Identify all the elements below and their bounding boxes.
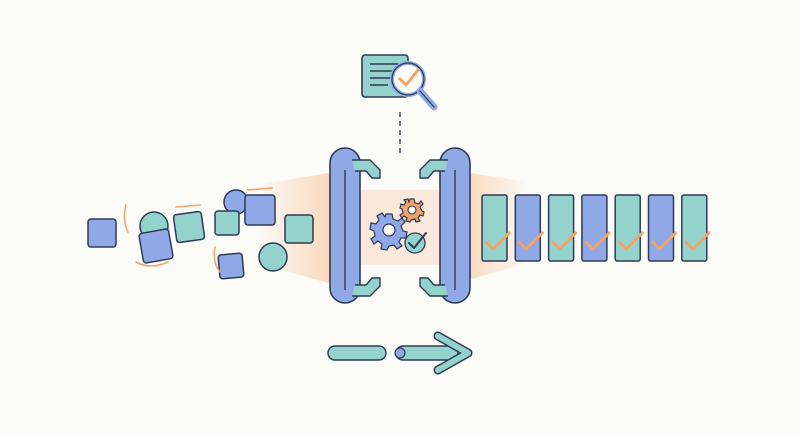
approved-output-items (481, 194, 711, 262)
output-item (647, 194, 677, 262)
checkmark-icon (584, 231, 611, 251)
motion-accent (246, 187, 273, 191)
input-item (244, 194, 276, 226)
gear-large (369, 212, 408, 251)
checkmark-icon (651, 231, 677, 251)
output-item (681, 194, 711, 262)
gears-check-icon (369, 198, 427, 254)
output-item (481, 194, 511, 262)
output-item (581, 194, 611, 262)
output-item (547, 194, 578, 262)
checkmark-icon (617, 231, 644, 251)
checkmark-icon (484, 231, 511, 251)
gear-small (399, 198, 425, 223)
document-magnifier-check-icon (361, 54, 438, 111)
output-item (514, 194, 544, 262)
unsorted-input-items (87, 187, 314, 280)
input-item (172, 210, 206, 244)
output-item (614, 194, 644, 262)
input-item (214, 210, 240, 236)
motion-accent (123, 204, 129, 233)
checkmark-icon (517, 231, 544, 251)
input-item (258, 242, 288, 272)
input-item (284, 214, 314, 244)
motion-accent (175, 204, 201, 208)
process-checkmark-icon (408, 232, 427, 249)
right-arrow-icon (327, 331, 473, 375)
motion-accent (213, 246, 221, 273)
checkmark-icon (684, 231, 711, 251)
processing-machine (329, 147, 471, 304)
motion-accent (135, 261, 169, 267)
input-item (87, 218, 117, 248)
input-item (217, 252, 245, 280)
checkmark-icon (551, 231, 578, 251)
input-item (138, 228, 174, 264)
